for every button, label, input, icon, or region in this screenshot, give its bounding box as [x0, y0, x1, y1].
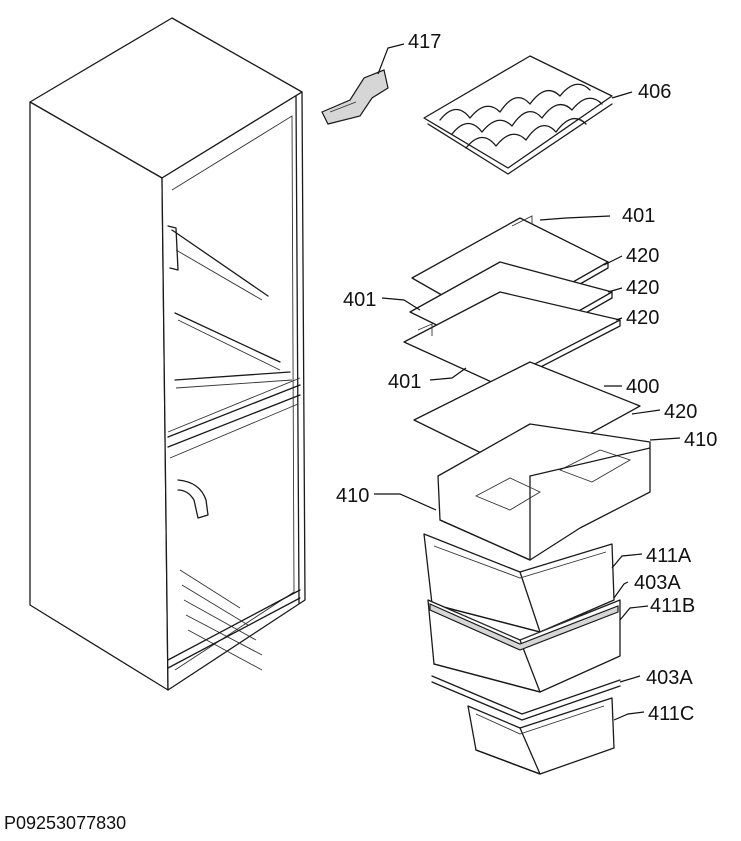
label-401-top: 401 — [622, 205, 655, 227]
label-410-right: 410 — [684, 429, 717, 451]
drawer-411C — [467, 697, 645, 775]
label-410-left: 410 — [336, 485, 369, 507]
part-labels: 417 406 401 420 420 401 420 401 400 420 … — [336, 31, 717, 725]
diagram-code: P09253077830 — [4, 813, 127, 833]
label-411B: 411B — [650, 595, 695, 617]
crisper-410 — [374, 423, 681, 561]
wine-rack-406 — [423, 55, 633, 175]
label-400: 400 — [626, 376, 659, 398]
glass-shelves — [381, 215, 623, 391]
label-417: 417 — [408, 31, 441, 53]
label-401-lower: 401 — [388, 371, 421, 393]
bracket-417 — [321, 43, 405, 125]
label-420-d: 420 — [664, 401, 697, 423]
label-420-a: 420 — [626, 245, 659, 267]
label-403A-b: 403A — [646, 667, 693, 689]
drawer-411B — [427, 581, 649, 693]
divider-403A — [431, 675, 641, 721]
fridge-cabinet — [29, 17, 306, 691]
label-403A-a: 403A — [634, 572, 681, 594]
label-411A: 411A — [646, 545, 692, 567]
label-401-left: 401 — [343, 289, 376, 311]
label-411C: 411C — [648, 703, 694, 725]
label-406: 406 — [638, 81, 671, 103]
label-420-b: 420 — [626, 277, 659, 299]
label-420-c: 420 — [626, 307, 659, 329]
